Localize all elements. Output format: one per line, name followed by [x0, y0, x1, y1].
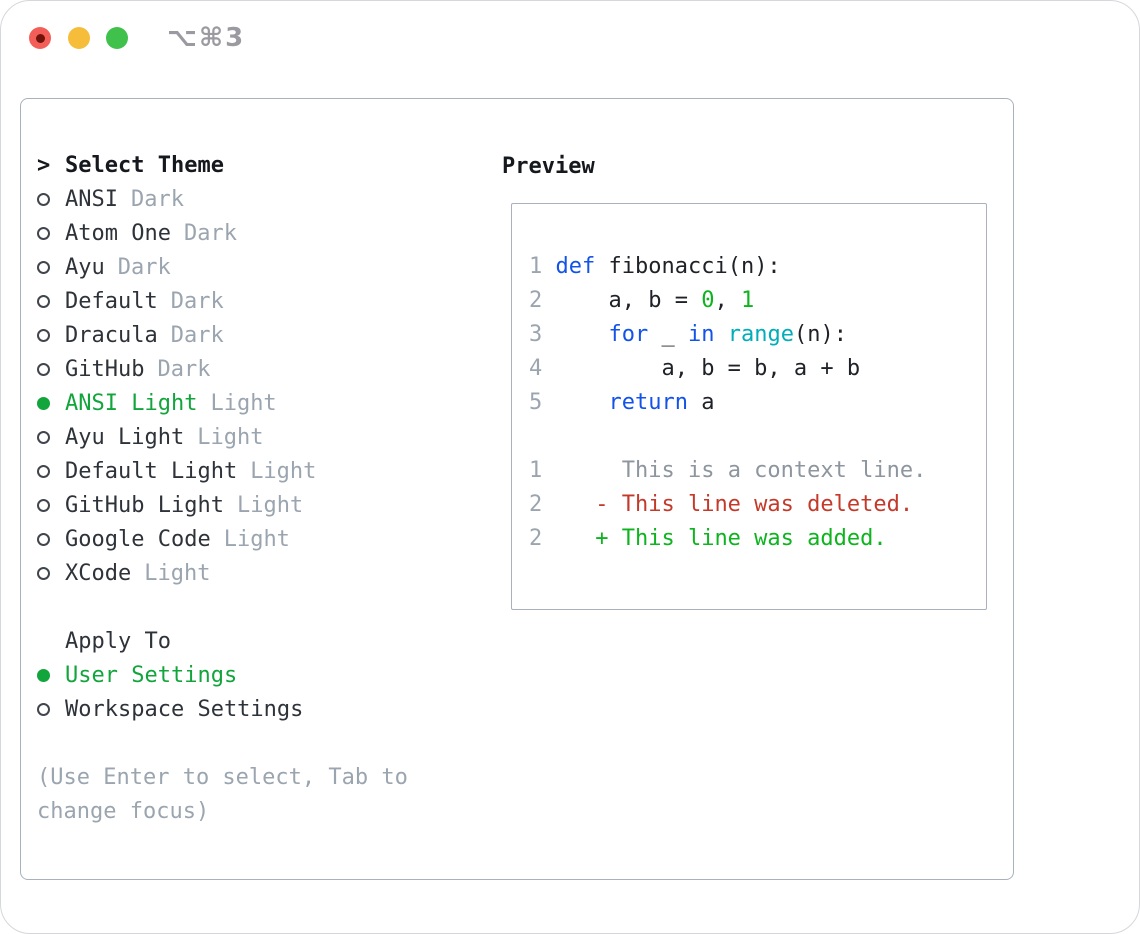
- close-dot-icon: [35, 33, 45, 43]
- radio-icon: [37, 464, 50, 478]
- radio-icon: [37, 532, 50, 546]
- theme-variant-tag: Dark: [157, 356, 211, 382]
- hint-text-line-1: (Use Enter to select, Tab to: [37, 764, 408, 790]
- theme-option-atom-one[interactable]: Atom One Dark: [37, 216, 408, 250]
- theme-label: Default Light: [65, 458, 238, 484]
- code-line-2: 2 a, b = 0, 1: [529, 288, 755, 313]
- traffic-lights: [29, 27, 145, 49]
- code-line-8: 2 - This line was deleted.: [529, 492, 914, 517]
- radio-icon: [37, 362, 50, 376]
- apply-to-title: Apply To: [65, 628, 171, 654]
- theme-variant-tag: Light: [210, 390, 277, 416]
- theme-variant-tag: Light: [144, 560, 211, 586]
- theme-option-dracula[interactable]: Dracula Dark: [37, 318, 408, 352]
- radio-icon: [37, 668, 50, 682]
- radio-icon: [37, 192, 50, 206]
- theme-label: Google Code: [65, 526, 211, 552]
- code-line-5: 5 return a: [529, 390, 715, 415]
- code-line-7: 1 This is a context line.: [529, 458, 927, 483]
- theme-variant-tag: Light: [250, 458, 317, 484]
- spacer-row: [37, 726, 408, 760]
- radio-icon: [37, 430, 50, 444]
- theme-label: ANSI Light: [65, 390, 198, 416]
- code-line-9: 2 + This line was added.: [529, 526, 887, 551]
- theme-label: Dracula: [65, 322, 158, 348]
- theme-label: GitHub: [65, 356, 145, 382]
- theme-option-google-code[interactable]: Google Code Light: [37, 522, 408, 556]
- window-shortcut-label: ⌥⌘3: [167, 23, 246, 53]
- theme-option-github-light[interactable]: GitHub Light Light: [37, 488, 408, 522]
- select-theme-header: > Select Theme: [37, 148, 408, 182]
- theme-option-github[interactable]: GitHub Dark: [37, 352, 408, 386]
- apply-option-workspace-settings[interactable]: Workspace Settings: [37, 692, 408, 726]
- preview-title: Preview: [502, 154, 595, 179]
- theme-label: GitHub Light: [65, 492, 224, 518]
- theme-option-ayu-light[interactable]: Ayu Light Light: [37, 420, 408, 454]
- theme-variant-tag: Dark: [117, 254, 171, 280]
- select-theme-title: Select Theme: [65, 152, 224, 178]
- prompt-arrow-icon: >: [37, 152, 51, 178]
- code-preview: 1 def fibonacci(n): 2 a, b = 0, 1 3 for _ …: [529, 250, 986, 556]
- theme-variant-tag: Dark: [183, 220, 237, 246]
- minimize-button[interactable]: [67, 27, 90, 49]
- hint-text-line-2: change focus): [37, 798, 210, 824]
- theme-label: Default: [65, 288, 158, 314]
- theme-label: Ayu: [65, 254, 105, 280]
- close-button[interactable]: [29, 27, 51, 49]
- radio-icon: [37, 702, 50, 716]
- radio-icon: [37, 396, 50, 410]
- radio-icon: [37, 498, 50, 512]
- apply-option-label: User Settings: [65, 662, 238, 688]
- maximize-button[interactable]: [106, 27, 128, 49]
- theme-label: Atom One: [65, 220, 171, 246]
- apply-option-label: Workspace Settings: [65, 696, 304, 722]
- theme-label: XCode: [65, 560, 132, 586]
- preview-box: 1 def fibonacci(n): 2 a, b = 0, 1 3 for _ …: [511, 203, 987, 610]
- radio-icon: [37, 260, 50, 274]
- theme-variant-tag: Dark: [170, 322, 224, 348]
- theme-option-ansi-light[interactable]: ANSI Light Light: [37, 386, 408, 420]
- code-line-4: 4 a, b = b, a + b: [529, 356, 861, 381]
- radio-icon: [37, 294, 50, 308]
- code-line-1: 1 def fibonacci(n):: [529, 254, 781, 279]
- theme-variant-tag: Dark: [130, 186, 184, 212]
- theme-option-default-light[interactable]: Default Light Light: [37, 454, 408, 488]
- radio-icon: [37, 328, 50, 342]
- theme-variant-tag: Light: [223, 526, 290, 552]
- theme-option-ayu[interactable]: Ayu Dark: [37, 250, 408, 284]
- code-line-3: 3 for _ in range(n):: [529, 322, 847, 347]
- spacer-row: [37, 590, 408, 624]
- radio-icon: [37, 566, 50, 580]
- theme-variant-tag: Dark: [170, 288, 224, 314]
- theme-label: Ayu Light: [65, 424, 185, 450]
- theme-option-default[interactable]: Default Dark: [37, 284, 408, 318]
- theme-label: ANSI: [65, 186, 118, 212]
- code-blank-line: [529, 420, 986, 454]
- theme-option-xcode[interactable]: XCode Light: [37, 556, 408, 590]
- apply-option-user-settings[interactable]: User Settings: [37, 658, 408, 692]
- theme-variant-tag: Light: [236, 492, 304, 518]
- theme-variant-tag: Light: [197, 424, 264, 450]
- apply-to-header: Apply To: [37, 624, 408, 658]
- theme-option-ansi[interactable]: ANSI Dark: [37, 182, 408, 216]
- radio-icon: [37, 226, 50, 240]
